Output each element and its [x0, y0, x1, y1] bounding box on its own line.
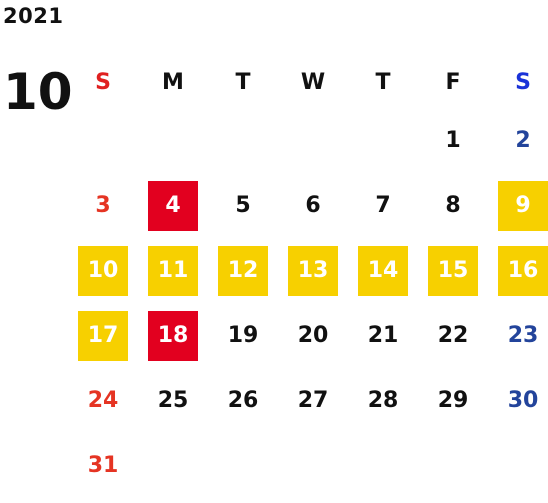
day-cell: [138, 433, 208, 498]
day-cell-holiday: 17: [68, 303, 138, 368]
day-cell: 26: [227, 388, 259, 413]
day-cell: [348, 433, 418, 498]
month-number: 10: [3, 63, 73, 121]
year-label: 2021: [3, 4, 64, 28]
weekday-sunday: S: [95, 69, 111, 95]
calendar-grid: S M T W T F S 1 2 3 4 5 6 7 8 9 10 11 12…: [68, 56, 548, 498]
day-cell: 24: [87, 388, 119, 413]
day-cell: 25: [157, 388, 189, 413]
day-cell-highlight: 18: [138, 303, 208, 368]
day-cell: 5: [235, 193, 251, 218]
day-cell: [278, 108, 348, 173]
day-cell-holiday: 13: [278, 238, 348, 303]
day-cell: 23: [507, 323, 539, 348]
weekday-friday: F: [445, 69, 461, 95]
day-cell-holiday: 16: [488, 238, 548, 303]
day-cell: [348, 108, 418, 173]
weekday-tuesday: T: [235, 69, 251, 95]
day-cell-holiday: 14: [348, 238, 418, 303]
day-cell: 7: [375, 193, 391, 218]
day-cell: [208, 433, 278, 498]
day-cell: 8: [445, 193, 461, 218]
day-cell: 31: [87, 453, 119, 478]
weekday-thursday: T: [375, 69, 391, 95]
day-cell-holiday: 10: [68, 238, 138, 303]
day-cell: [488, 433, 548, 498]
day-cell-holiday: 9: [488, 173, 548, 238]
weekday-monday: M: [162, 69, 184, 95]
day-cell: 3: [95, 193, 111, 218]
day-cell-highlight: 4: [138, 173, 208, 238]
weekday-wednesday: W: [300, 69, 326, 95]
day-cell: 22: [437, 323, 469, 348]
day-cell: [68, 108, 138, 173]
day-cell: 6: [305, 193, 321, 218]
day-cell: 20: [297, 323, 329, 348]
day-cell: 1: [445, 128, 461, 153]
day-cell-holiday: 15: [418, 238, 488, 303]
day-cell-holiday: 11: [138, 238, 208, 303]
day-cell-holiday: 12: [208, 238, 278, 303]
day-cell: 29: [437, 388, 469, 413]
day-cell: [418, 433, 488, 498]
day-cell: 19: [227, 323, 259, 348]
day-cell: 28: [367, 388, 399, 413]
day-cell: [278, 433, 348, 498]
day-cell: 27: [297, 388, 329, 413]
day-cell: [138, 108, 208, 173]
day-cell: 30: [507, 388, 539, 413]
day-cell: [208, 108, 278, 173]
weekday-saturday: S: [515, 69, 531, 95]
day-cell: 21: [367, 323, 399, 348]
day-cell: 2: [515, 128, 531, 153]
